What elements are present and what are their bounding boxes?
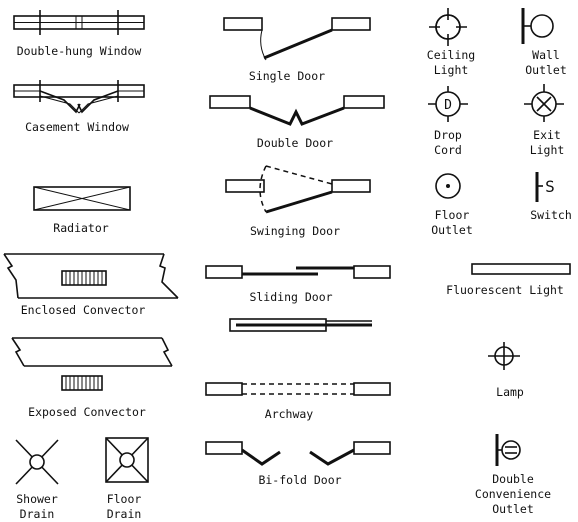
double-convenience-outlet-symbol (495, 434, 521, 466)
floor-outlet-symbol (435, 173, 461, 199)
shower-drain-symbol (15, 439, 59, 485)
enclosed-convector-symbol (3, 253, 179, 299)
label-floor-outlet: Floor Outlet (431, 208, 473, 237)
ceiling-light-symbol (429, 8, 467, 46)
label-wall-outlet: Wall Outlet (525, 48, 567, 77)
exit-light-symbol (524, 84, 564, 122)
casement-window-symbol (13, 80, 145, 114)
radiator-symbol (33, 186, 131, 211)
label-bi-fold-door: Bi-fold Door (258, 473, 342, 487)
label-radiator: Radiator (53, 221, 109, 235)
drop-cord-letter: D (444, 98, 452, 113)
double-hung-window-symbol (13, 10, 145, 35)
wall-outlet-symbol (521, 8, 554, 44)
label-casement-window: Casement Window (25, 120, 129, 134)
label-double-convenience-outlet: Double Convenience Outlet (474, 472, 552, 516)
sliding-door-symbol (205, 265, 391, 279)
label-ceiling-light: Ceiling Light (426, 48, 476, 77)
label-drop-cord: Drop Cord (434, 128, 462, 157)
label-floor-drain: Floor Drain (106, 492, 142, 521)
drop-cord-symbol: D (428, 86, 468, 122)
single-door-symbol (223, 17, 371, 61)
label-swinging-door: Swinging Door (249, 224, 341, 238)
switch-symbol: S (535, 172, 555, 202)
floor-drain-symbol (105, 437, 149, 483)
label-exposed-convector: Exposed Convector (28, 405, 146, 419)
pocket-sliding-door-symbol (229, 318, 372, 332)
label-switch: Switch (530, 208, 572, 222)
label-archway: Archway (264, 407, 314, 421)
label-double-hung-window: Double-hung Window (16, 44, 142, 58)
label-enclosed-convector: Enclosed Convector (20, 303, 146, 317)
label-sliding-door: Sliding Door (249, 290, 333, 304)
label-double-door: Double Door (256, 136, 334, 150)
label-fluorescent-light: Fluorescent Light (446, 283, 564, 297)
lamp-symbol (488, 342, 520, 370)
double-door-symbol (209, 95, 385, 126)
swinging-door-symbol (225, 165, 371, 214)
archway-symbol (205, 382, 391, 396)
exposed-convector-symbol (11, 337, 173, 391)
switch-letter: S (545, 177, 555, 196)
label-exit-light: Exit Light (529, 128, 565, 157)
label-lamp: Lamp (496, 385, 524, 399)
label-single-door: Single Door (248, 69, 326, 83)
label-shower-drain: Shower Drain (16, 492, 58, 521)
fluorescent-light-symbol (471, 263, 571, 275)
bi-fold-door-symbol (205, 441, 391, 466)
